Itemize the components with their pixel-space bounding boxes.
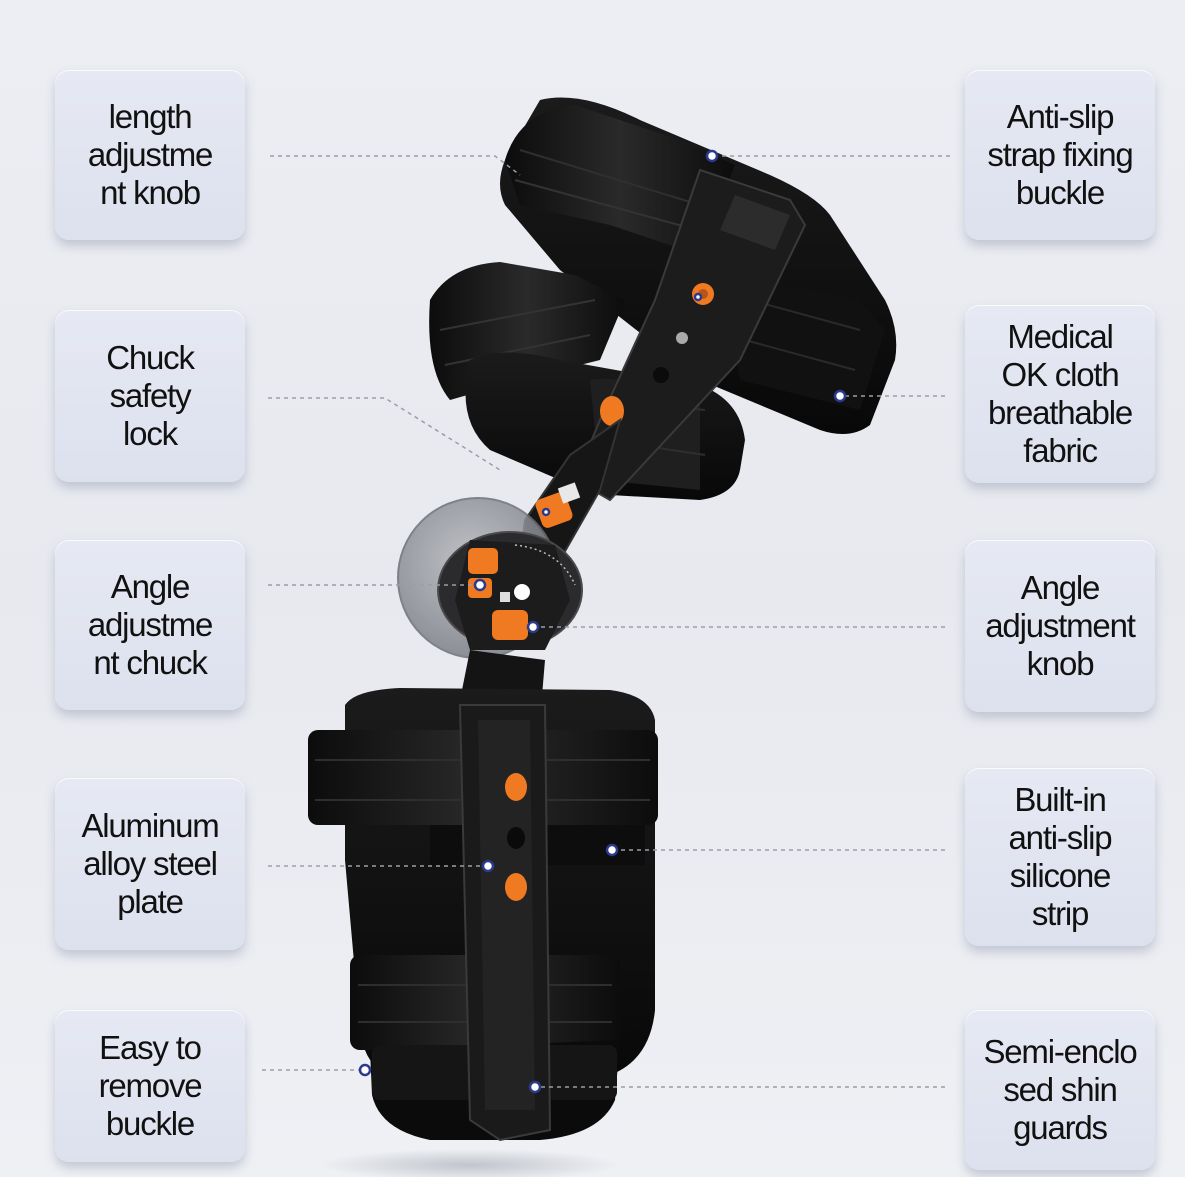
leader-lines bbox=[262, 155, 950, 1088]
pointer-dot-icon bbox=[358, 1063, 372, 1077]
label-card-semi-enclosed-shin-guards: Semi-enclo sed shin guards bbox=[965, 1010, 1155, 1170]
label-card-anti-slip-strap-fixing-buckle: Anti-slip strap fixing buckle bbox=[965, 70, 1155, 240]
pointer-dot-icon bbox=[833, 389, 847, 403]
label-card-chuck-safety-lock: Chuck safety lock bbox=[55, 310, 245, 482]
label-text: Chuck safety lock bbox=[106, 339, 195, 452]
pointer-dot-icon bbox=[705, 149, 719, 163]
label-card-angle-adjustment-chuck: Angle adjustme nt chuck bbox=[55, 540, 245, 710]
pointer-dot-icon bbox=[605, 843, 619, 857]
label-text: Semi-enclo sed shin guards bbox=[983, 1033, 1137, 1146]
pointer-dot-icon bbox=[693, 292, 703, 302]
label-text: Built-in anti-slip silicone strip bbox=[1008, 781, 1113, 932]
pointer-dots bbox=[358, 149, 847, 1094]
label-text: Angle adjustme nt chuck bbox=[87, 568, 214, 681]
label-text: Medical OK cloth breathable fabric bbox=[988, 318, 1133, 469]
label-card-length-adjustment-knob: length adjustme nt knob bbox=[55, 70, 245, 240]
pointer-dot-icon bbox=[528, 1080, 542, 1094]
label-text: Anti-slip strap fixing buckle bbox=[987, 98, 1133, 211]
label-card-easy-to-remove-buckle: Easy to remove buckle bbox=[55, 1010, 245, 1162]
label-text: Easy to remove buckle bbox=[98, 1029, 203, 1142]
lower-frame-bar bbox=[458, 704, 552, 1142]
pointer-dot-icon bbox=[526, 620, 540, 634]
label-text: Aluminum alloy steel plate bbox=[81, 807, 219, 920]
label-card-angle-adjustment-knob: Angle adjustment knob bbox=[965, 540, 1155, 712]
upper-frame-bar bbox=[573, 168, 807, 502]
label-card-aluminum-alloy-steel-plate: Aluminum alloy steel plate bbox=[55, 778, 245, 950]
pointer-dot-icon bbox=[473, 578, 487, 592]
pointer-dot-icon bbox=[481, 859, 495, 873]
label-card-built-in-anti-slip-silicone-strip: Built-in anti-slip silicone strip bbox=[965, 768, 1155, 946]
label-card-medical-ok-cloth-breathable-fabric: Medical OK cloth breathable fabric bbox=[965, 305, 1155, 483]
label-text: Angle adjustment knob bbox=[985, 569, 1136, 682]
pointer-dot-icon bbox=[541, 507, 551, 517]
label-text: length adjustme nt knob bbox=[87, 98, 214, 211]
